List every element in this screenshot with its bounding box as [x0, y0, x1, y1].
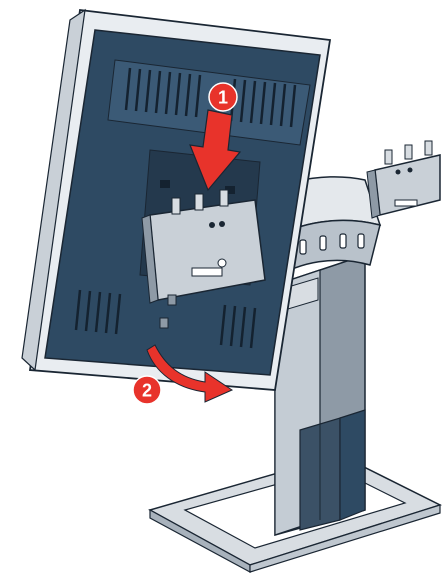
right-mount-plate: [366, 140, 441, 219]
step-badge-1-label: 1: [218, 88, 228, 108]
step-badge-2: 2: [132, 375, 162, 405]
down-arrow-icon: [189, 109, 242, 192]
vesa-bracket: [141, 189, 266, 329]
step-badge-1: 1: [208, 82, 238, 112]
stand-column: [274, 253, 366, 536]
curved-arrow-icon: [146, 344, 234, 403]
step-badge-2-label: 2: [142, 381, 152, 401]
